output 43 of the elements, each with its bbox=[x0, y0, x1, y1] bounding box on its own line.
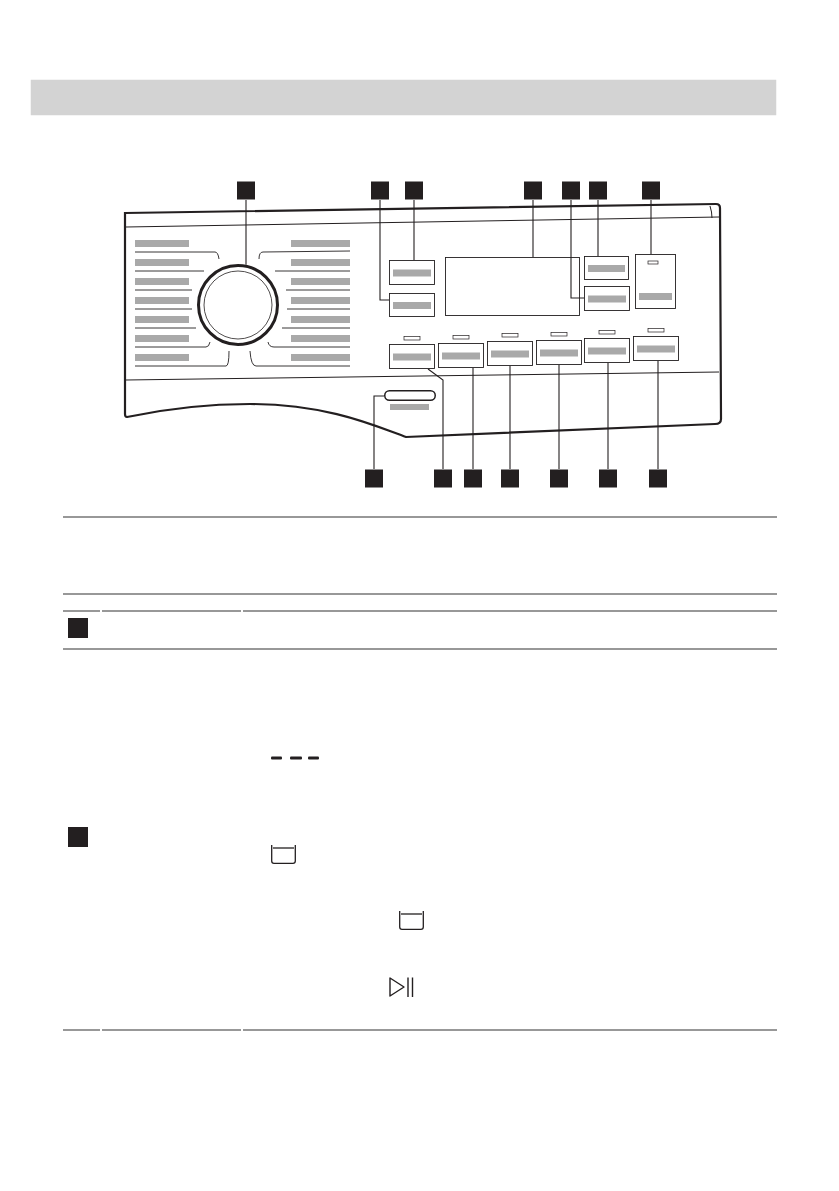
callout-marker bbox=[365, 469, 383, 488]
callout-marker bbox=[434, 469, 452, 488]
panel-button bbox=[487, 341, 533, 366]
panel-button bbox=[536, 340, 582, 365]
panel-button bbox=[438, 343, 484, 368]
panel-button bbox=[389, 293, 435, 317]
heading-band bbox=[30, 79, 777, 116]
panel-button bbox=[389, 260, 435, 285]
leader-line bbox=[379, 199, 390, 301]
leader-line bbox=[570, 199, 585, 299]
callout-marker bbox=[371, 181, 389, 200]
panel-button bbox=[584, 338, 630, 363]
callout-marker bbox=[501, 469, 519, 488]
panel-button bbox=[584, 286, 630, 311]
leader-line bbox=[427, 368, 444, 470]
panel-button bbox=[584, 256, 629, 280]
panel-button bbox=[389, 344, 435, 369]
panel-button bbox=[635, 254, 676, 309]
callout-marker bbox=[550, 469, 568, 488]
callout-marker bbox=[237, 181, 255, 200]
panel-button bbox=[633, 336, 679, 361]
leader-line bbox=[532, 199, 534, 258]
leader-line bbox=[558, 364, 560, 470]
leader-line bbox=[413, 199, 415, 261]
callout-marker bbox=[599, 469, 617, 488]
callout-marker bbox=[405, 181, 423, 200]
callout-marker bbox=[464, 469, 482, 488]
leader-line bbox=[597, 199, 599, 257]
callout-marker bbox=[649, 469, 667, 488]
callout-marker bbox=[562, 181, 580, 200]
leader-line bbox=[373, 395, 385, 470]
oval-slot bbox=[384, 390, 436, 401]
leader-line bbox=[245, 199, 247, 266]
callout-marker bbox=[642, 181, 660, 200]
callout-marker bbox=[589, 181, 607, 200]
selector-dial bbox=[197, 264, 279, 346]
callout-marker bbox=[524, 181, 542, 200]
display-window bbox=[445, 257, 580, 316]
leader-line bbox=[607, 362, 609, 470]
leader-line bbox=[472, 367, 474, 470]
leader-line bbox=[650, 199, 652, 255]
leader-line bbox=[509, 365, 511, 470]
leader-line bbox=[657, 360, 659, 470]
